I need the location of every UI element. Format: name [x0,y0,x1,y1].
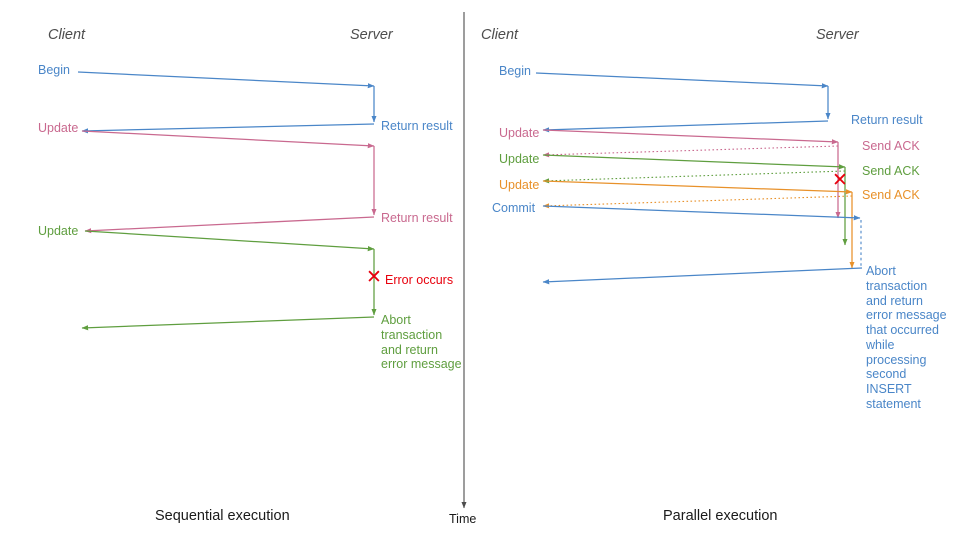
note-line-8: INSERT [866,382,912,396]
message-update3-ack [542,195,853,209]
error-x-mark-parallel: ✕ [832,170,848,191]
client-message-label-update-1-parallel: Update [499,126,540,140]
note-line-3: error message [381,357,462,372]
server-message-label-send-ack-2-parallel: Send ACK [862,164,920,178]
note-line-3: error message [866,308,947,323]
note-line-0: Abort [381,313,411,327]
server-message-label-send-ack-1-parallel: Send ACK [862,139,920,153]
note-line-6: processing [866,352,927,367]
message-update2-ack [542,170,846,184]
client-message-label-update-3-parallel: Update [499,178,540,192]
message-abort-response [81,316,375,331]
message-commit-request [542,205,861,221]
note-line-1: transaction [381,327,443,342]
note-line-4: that occurred [866,323,939,337]
client-message-label-commit-parallel: Commit [492,201,536,215]
actor-label-client-sequential: Client [48,27,86,43]
note-line-1: transaction [866,278,928,293]
note-line-2: and return [866,293,923,308]
panel-parallel [535,72,863,285]
server-message-label-return-result-parallel: Return result [851,113,923,127]
message-begin-request [535,72,829,89]
note-line-7: second [866,367,907,382]
note-line-5: while [866,337,895,352]
server-message-label-return-result-1-sequential: Return result [381,119,453,133]
message-update3-request [542,180,853,195]
error-x-mark-sequential: ✕ [366,267,382,288]
time-axis-label: Time [449,512,477,526]
actor-label-server-sequential: Server [350,27,393,43]
note-line-2: and return [381,342,438,357]
server-message-label-send-ack-3-parallel: Send ACK [862,188,920,202]
client-message-label-update-2-parallel: Update [499,152,540,166]
message-update1-ack [542,145,839,158]
message-update1-request [81,130,375,149]
note-line-9: statement [866,396,921,411]
server-message-label-return-result-2-sequential: Return result [381,211,453,225]
actor-label-server-parallel: Server [816,27,859,43]
message-begin-request [77,71,375,89]
panel-sequential [77,71,377,331]
client-message-label-update-2-sequential: Update [38,224,79,238]
panel-caption-sequential: Sequential execution [155,508,290,524]
message-update1-response [84,216,375,234]
message-update2-request [542,154,846,170]
message-abort-response [542,267,863,285]
note-line-0: Abort [866,264,896,278]
actor-label-client-parallel: Client [481,27,519,43]
message-begin-response [542,120,829,133]
message-begin-response [81,123,375,134]
server-message-label-error-occurs-sequential: Error occurs [385,273,454,287]
message-update1-request [542,129,839,145]
client-message-label-update-1-sequential: Update [38,121,79,135]
client-message-label-begin-parallel: Begin [499,64,531,78]
message-update2-request [84,230,375,252]
panel-caption-parallel: Parallel execution [663,508,778,524]
client-message-label-begin-sequential: Begin [38,63,70,77]
